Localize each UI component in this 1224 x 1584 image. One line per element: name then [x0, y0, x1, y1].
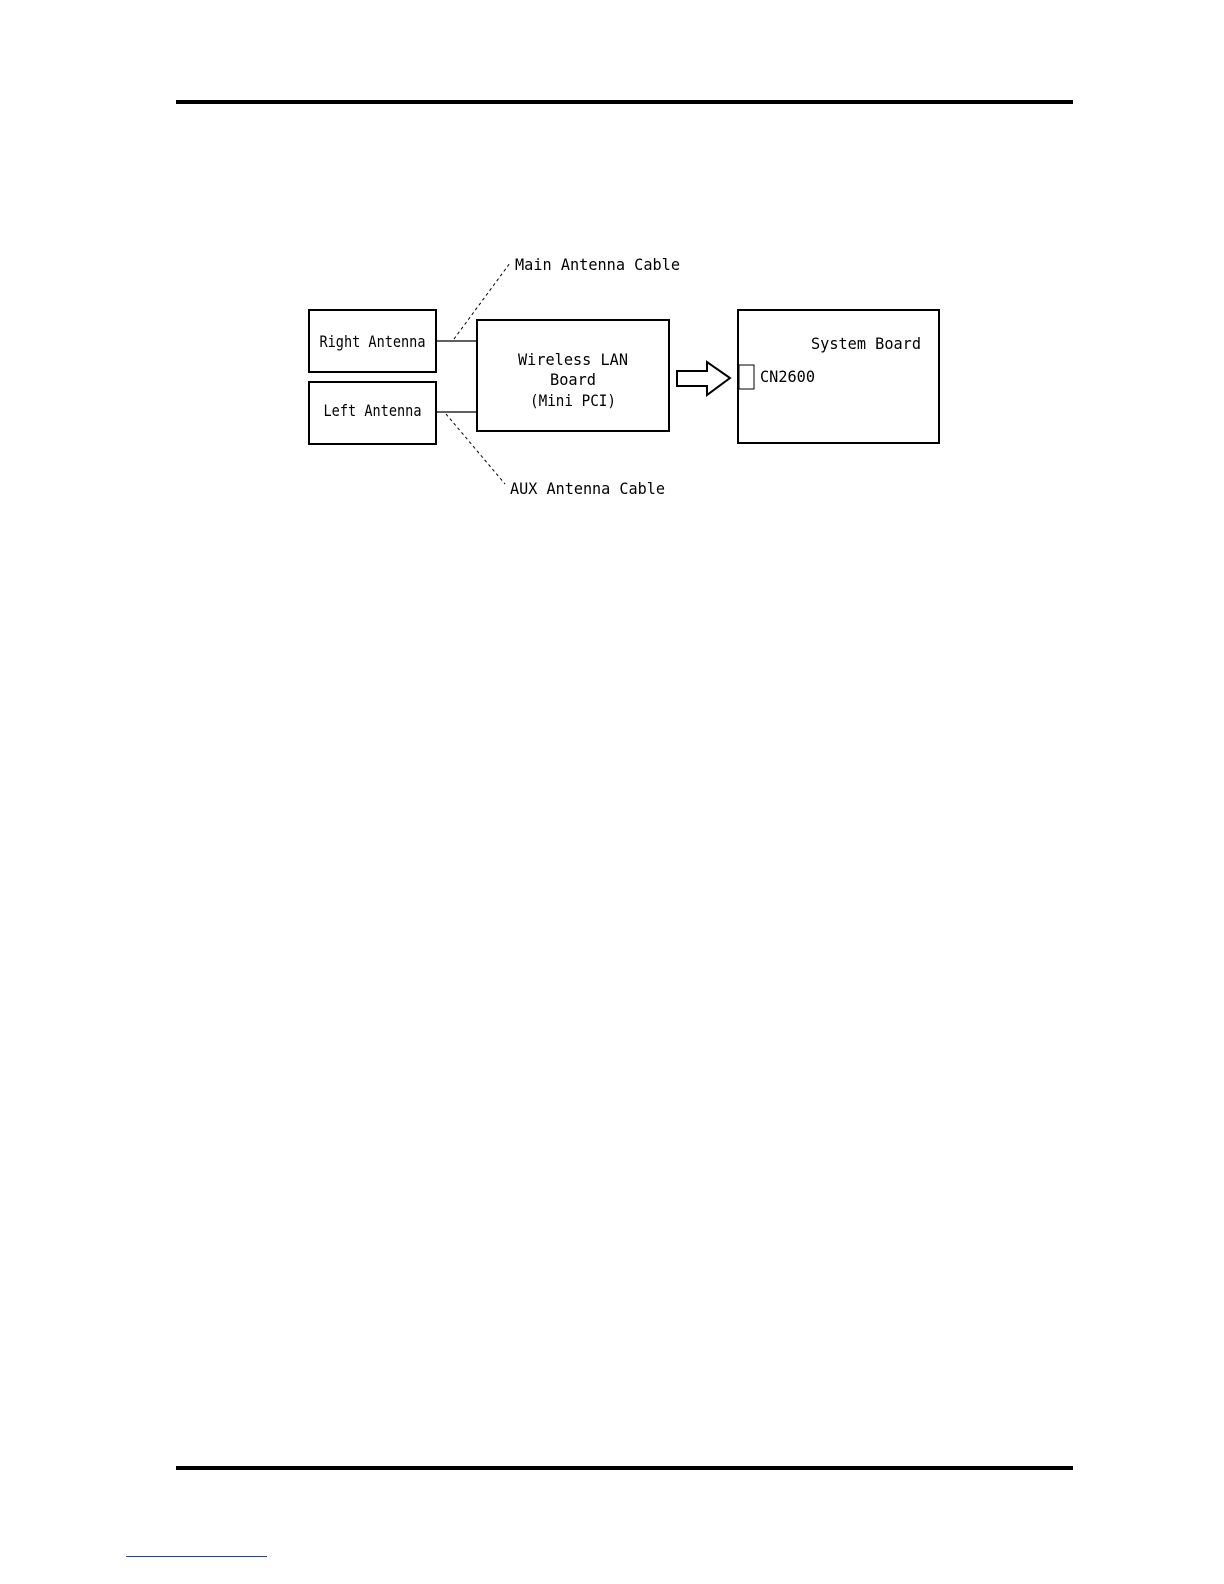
installation-arrow-icon: [677, 362, 730, 395]
aux-cable-leader: [446, 414, 505, 484]
left-antenna-label: Left Antenna: [324, 401, 422, 420]
main-cable-leader: [454, 263, 510, 339]
footer-link-underline: [126, 1556, 267, 1557]
cn2600-connector: [739, 365, 754, 389]
main-antenna-cable-label: Main Antenna Cable: [515, 255, 680, 274]
aux-antenna-cable-label: AUX Antenna Cable: [510, 479, 665, 498]
system-board-label: System Board: [811, 334, 921, 353]
cn2600-label: CN2600: [760, 367, 815, 386]
wireless-lan-board-label-line3: (Mini PCI): [530, 391, 616, 410]
right-antenna-label: Right Antenna: [320, 332, 426, 351]
footer-rule: [176, 1466, 1073, 1470]
wireless-lan-board-label-line2: Board: [550, 370, 596, 389]
wireless-lan-board-label-line1: Wireless LAN: [518, 350, 628, 369]
